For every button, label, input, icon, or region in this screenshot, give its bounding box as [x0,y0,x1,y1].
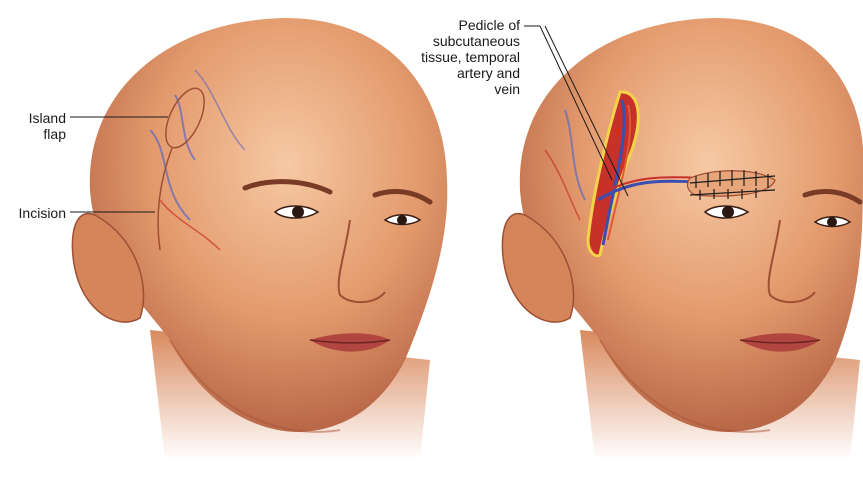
incision-label: Incision [0,205,66,221]
right-head [502,18,863,460]
pedicle-label: Pedicle of subcutaneous tissue, temporal… [380,17,520,97]
island-flap-label: Island flap [0,110,66,142]
